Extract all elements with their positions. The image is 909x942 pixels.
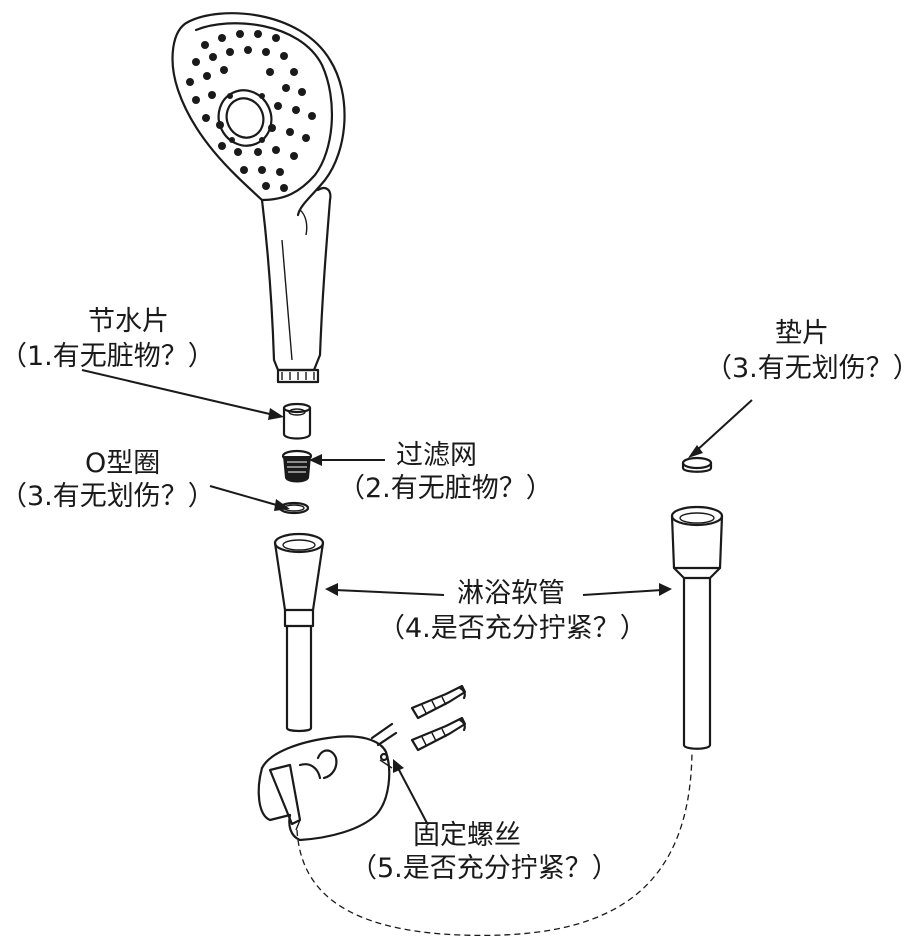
label-filter-check-text: （2.有无脏物？） (338, 473, 553, 504)
label-o-ring-name: O型圈 (85, 448, 161, 479)
label-flow-restrictor-check: （1.有无脏物？） (0, 341, 215, 373)
shower-head (171, 12, 346, 384)
label-hose-check-text: （4.是否充分拧紧？） (378, 613, 647, 644)
label-hose-check: （4.是否充分拧紧？） (378, 613, 647, 645)
label-washer: 垫片 (775, 318, 829, 350)
label-washer-check: （3.有无划伤？） (705, 353, 909, 385)
filter-screen (281, 449, 313, 483)
label-filter-check: （2.有无脏物？） (338, 473, 553, 505)
label-washer-name: 垫片 (775, 318, 829, 349)
washer (681, 456, 713, 473)
label-o-ring-check-text: （3.有无划伤？） (0, 481, 215, 512)
hose-dashed-path (296, 751, 693, 937)
label-flow-restrictor: 节水片 (88, 306, 169, 338)
flow-restrictor (282, 402, 312, 440)
hose-right-end (670, 505, 724, 750)
label-washer-check-text: （3.有无划伤？） (705, 353, 909, 384)
label-o-ring-check: （3.有无划伤？） (0, 481, 215, 513)
label-filter-name: 过滤网 (396, 440, 477, 471)
label-screws-name: 固定螺丝 (413, 820, 521, 851)
label-screws: 固定螺丝 (413, 820, 521, 852)
label-screws-check-text: （5.是否充分拧紧？） (350, 853, 619, 884)
hose-left-end (273, 532, 325, 733)
label-o-ring: O型圈 (85, 448, 160, 480)
wall-anchors (410, 684, 467, 752)
leader-arrows (81, 369, 753, 826)
label-flow-restrictor-check-text: （1.有无脏物？） (0, 341, 215, 372)
label-hose-name: 淋浴软管 (457, 578, 565, 609)
label-hose: 淋浴软管 (457, 578, 565, 610)
label-screws-check: （5.是否充分拧紧？） (350, 853, 619, 885)
wall-holder (257, 722, 398, 842)
spray-holes (186, 30, 316, 192)
label-flow-restrictor-name: 节水片 (88, 306, 169, 337)
label-filter: 过滤网 (396, 440, 477, 472)
